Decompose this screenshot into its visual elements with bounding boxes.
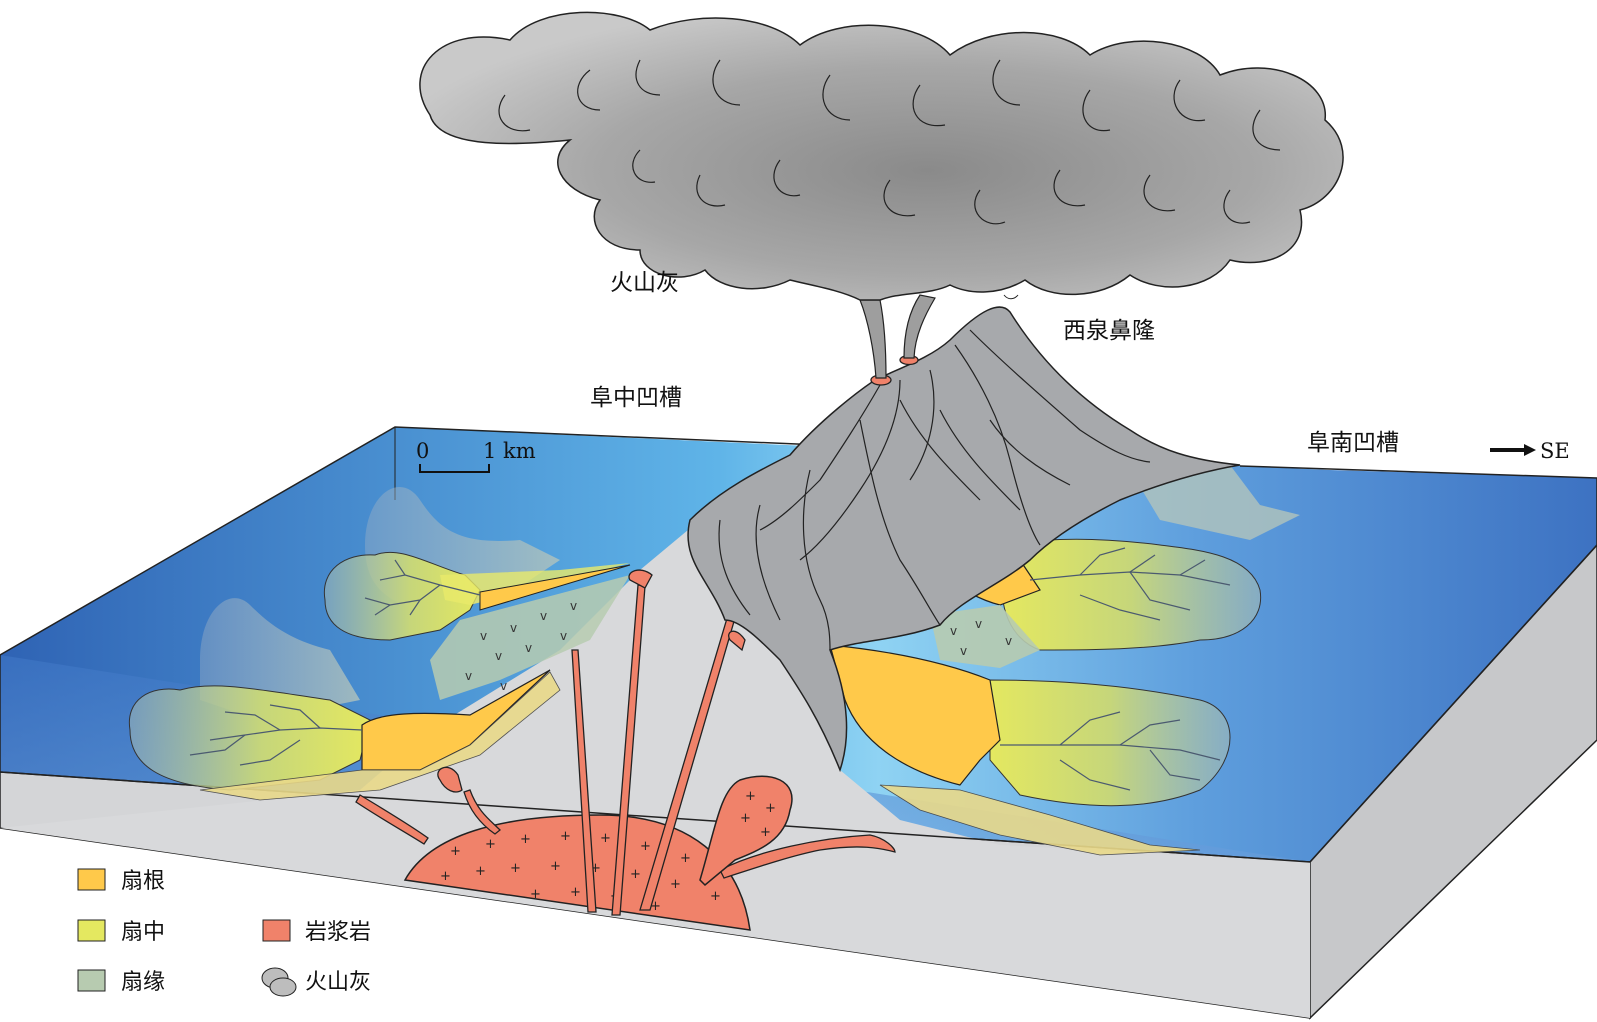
volcano-ridges bbox=[718, 329, 1151, 651]
magma-pod-right bbox=[699, 775, 793, 887]
volcano-body bbox=[687, 306, 1241, 773]
cross-section-gray bbox=[0, 520, 1310, 1018]
svg-text:+: + bbox=[520, 832, 531, 847]
svg-text:+: + bbox=[600, 831, 611, 846]
svg-text:+: + bbox=[550, 859, 561, 874]
svg-text:ⅴ: ⅴ bbox=[540, 609, 547, 623]
fan-right-lower-root bbox=[829, 644, 1001, 786]
legend-label-volcanic-ash: 火山灰 bbox=[305, 970, 371, 995]
block-top-edge-right bbox=[0, 465, 1597, 863]
ash-small-tick bbox=[1003, 294, 1019, 300]
fan-left-upper-channels bbox=[364, 559, 481, 616]
fan-right-lower-sand bbox=[879, 784, 1201, 856]
direction-indicator: SE bbox=[1490, 439, 1570, 463]
legend-label-magmatic-rock: 岩浆岩 bbox=[305, 920, 371, 945]
svg-text:+: + bbox=[475, 864, 486, 879]
svg-text:ⅴ: ⅴ bbox=[950, 624, 957, 638]
magma-pod-crosses: + + + + bbox=[740, 789, 776, 840]
svg-text:+: + bbox=[710, 889, 721, 904]
fan-right-lower-channels bbox=[1000, 711, 1221, 791]
svg-text:+: + bbox=[440, 869, 451, 884]
ghost-fan-right bbox=[1130, 465, 1300, 540]
legend: 扇根 扇中 扇缘 岩浆岩 火山灰 bbox=[77, 868, 371, 997]
svg-text:+: + bbox=[450, 844, 461, 859]
volcanic-ash-icon bbox=[261, 967, 297, 997]
fan-left-lower-channels bbox=[189, 704, 363, 766]
magma-dikes bbox=[355, 569, 896, 916]
fan-left-lower-sand bbox=[199, 671, 561, 801]
svg-text:+: + bbox=[510, 861, 521, 876]
svg-text:+: + bbox=[640, 839, 651, 854]
fan-right-lower-outer bbox=[989, 679, 1231, 807]
direction-arrowhead-icon bbox=[1524, 444, 1536, 456]
scale-start-label: 0 bbox=[416, 439, 429, 463]
svg-text:+: + bbox=[680, 851, 691, 866]
fan-left-lower-outer bbox=[128, 685, 371, 791]
legend-swatch-fan-edge bbox=[77, 969, 106, 992]
svg-text:ⅴ: ⅴ bbox=[1005, 634, 1012, 648]
svg-text:ⅴ: ⅴ bbox=[510, 621, 517, 635]
svg-text:+: + bbox=[560, 829, 571, 844]
fan-left-upper-outer bbox=[323, 551, 481, 641]
svg-text:ⅴ: ⅴ bbox=[560, 629, 567, 643]
svg-text:ⅴ: ⅴ bbox=[960, 644, 967, 658]
svg-text:+: + bbox=[650, 899, 661, 914]
legend-swatch-fan-middle bbox=[77, 919, 106, 942]
legend-label-fan-edge: 扇缘 bbox=[121, 970, 165, 995]
svg-text:+: + bbox=[740, 811, 751, 826]
svg-text:ⅴ: ⅴ bbox=[975, 617, 982, 631]
ash-cloud-billows bbox=[498, 59, 1281, 225]
svg-text:ⅴ: ⅴ bbox=[465, 669, 472, 683]
legend-label-fan-middle: 扇中 bbox=[121, 920, 165, 945]
svg-text:+: + bbox=[485, 837, 496, 852]
svg-text:ⅴ: ⅴ bbox=[570, 599, 577, 613]
svg-text:+: + bbox=[570, 885, 581, 900]
svg-text:+: + bbox=[745, 789, 756, 804]
label-funan-sag: 阜南凹槽 bbox=[1307, 430, 1399, 456]
svg-text:+: + bbox=[760, 825, 771, 840]
fan-left-fringe bbox=[430, 575, 630, 700]
svg-text:+: + bbox=[670, 877, 681, 892]
scale-bar: 0 1 km bbox=[416, 439, 536, 473]
magma-crosses: ++++ +++ ++++ ++++ ++++ bbox=[440, 829, 721, 914]
fan-right-upper-channels bbox=[1029, 547, 1231, 621]
scale-bar-line bbox=[419, 464, 490, 473]
svg-text:+: + bbox=[765, 801, 776, 816]
legend-swatch-magmatic-rock bbox=[262, 919, 291, 942]
svg-text:+: + bbox=[590, 861, 601, 876]
svg-text:+: + bbox=[530, 887, 541, 902]
svg-text:ⅴ: ⅴ bbox=[480, 629, 487, 643]
label-volcanic-ash: 火山灰 bbox=[610, 270, 679, 296]
svg-text:ⅴ: ⅴ bbox=[500, 679, 507, 693]
reed-symbols-left: ⅴⅴⅴ ⅴⅴⅴ ⅴⅴⅴ bbox=[465, 599, 577, 693]
fan-right-fringe bbox=[930, 605, 1040, 668]
scale-end-label: 1 km bbox=[483, 439, 536, 463]
fan-left-upper-root bbox=[479, 564, 631, 611]
label-xiquan-uplift: 西泉鼻隆 bbox=[1063, 318, 1155, 344]
label-fuzhong-sag: 阜中凹槽 bbox=[590, 385, 682, 411]
legend-swatch-fan-root bbox=[77, 868, 106, 891]
direction-label: SE bbox=[1540, 439, 1570, 463]
ash-cloud bbox=[419, 11, 1344, 301]
svg-text:+: + bbox=[630, 867, 641, 882]
eruption-columns bbox=[859, 294, 936, 379]
svg-text:ⅴ: ⅴ bbox=[495, 649, 502, 663]
legend-label-fan-root: 扇根 bbox=[121, 869, 165, 894]
svg-text:ⅴ: ⅴ bbox=[525, 641, 532, 655]
